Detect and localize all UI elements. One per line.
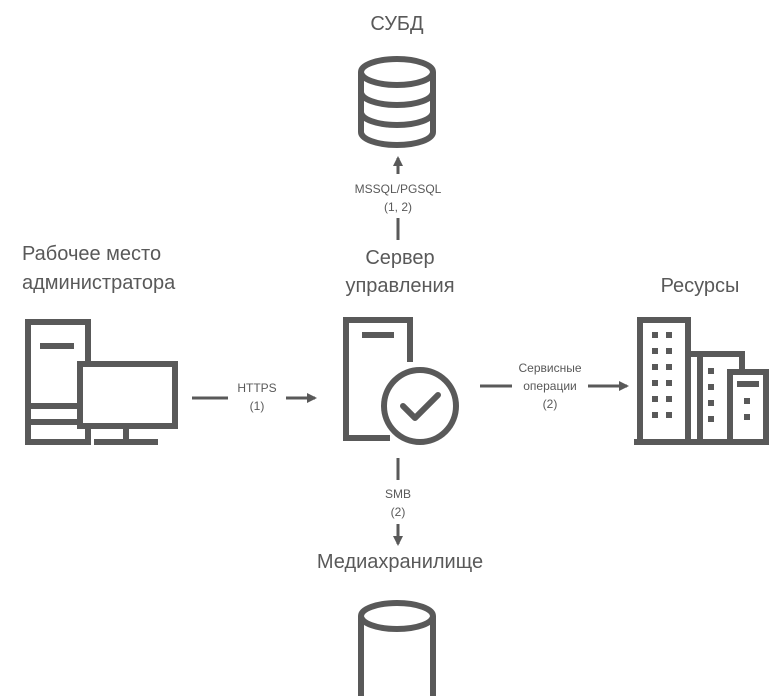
workstation-icon — [25, 319, 178, 445]
admin-label-line2: администратора — [22, 272, 176, 294]
server-resources-line1: Сервисные — [518, 361, 581, 375]
resources-label: Ресурсы — [661, 275, 740, 297]
server-dbms-protocol: MSSQL/PGSQL — [355, 182, 442, 196]
server-resources-line2: операции — [523, 379, 576, 393]
server-media-steps: (2) — [391, 505, 406, 519]
buildings-icon — [634, 317, 769, 445]
admin-server-label-bg — [228, 380, 286, 416]
server-label-line1: Сервер — [365, 247, 434, 269]
server-resources-label-bg — [512, 356, 588, 416]
server-dbms-steps: (1, 2) — [384, 200, 412, 214]
admin-server-steps: (1) — [250, 399, 265, 413]
server-label-line2: управления — [345, 275, 454, 297]
media-database-icon — [358, 600, 436, 696]
server-media-protocol: SMB — [385, 487, 411, 501]
dbms-label: СУБД — [370, 13, 424, 35]
admin-server-protocol: HTTPS — [237, 381, 276, 395]
admin-label-line1: Рабочее место — [22, 243, 161, 265]
media-label: Медиахранилище — [317, 551, 483, 573]
server-resources-steps: (2) — [543, 397, 558, 411]
dbms-database-icon — [358, 56, 436, 148]
server-check-icon — [343, 317, 459, 445]
